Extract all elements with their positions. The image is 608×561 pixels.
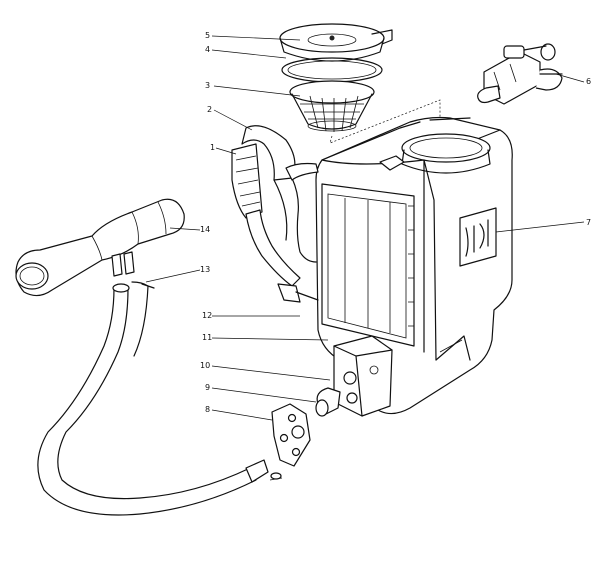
label-part-5: 5: [205, 31, 210, 40]
flange-plate-part: [271, 403, 311, 467]
label-part-12: 12: [202, 311, 212, 320]
label-part-10: 10: [200, 361, 210, 370]
label-part-13: 13: [200, 265, 210, 274]
hose-part: [37, 281, 269, 516]
leader-lines: [145, 35, 585, 421]
strainer-basket-part: [289, 80, 375, 132]
label-part-3: 3: [205, 81, 210, 90]
part-labels: 5 4 3 2 1 6 7 14 13 12 11 10 9 8: [200, 31, 591, 414]
elbow-fitting-part: [315, 387, 341, 417]
label-part-1: 1: [210, 143, 215, 152]
label-part-4: 4: [205, 45, 210, 54]
label-part-14: 14: [200, 225, 210, 234]
label-part-7: 7: [586, 218, 591, 227]
valve-housing-part: [333, 335, 393, 417]
pump-assembly-part: [477, 43, 563, 105]
shoulder-strap-part: [231, 125, 319, 303]
spray-wand-part: [15, 198, 185, 297]
label-part-6: 6: [586, 77, 591, 86]
label-part-2: 2: [207, 105, 212, 114]
washer-part: [269, 472, 283, 481]
cap-part: [279, 23, 393, 62]
label-part-9: 9: [205, 383, 210, 392]
label-part-11: 11: [202, 333, 212, 342]
label-part-8: 8: [205, 405, 210, 414]
